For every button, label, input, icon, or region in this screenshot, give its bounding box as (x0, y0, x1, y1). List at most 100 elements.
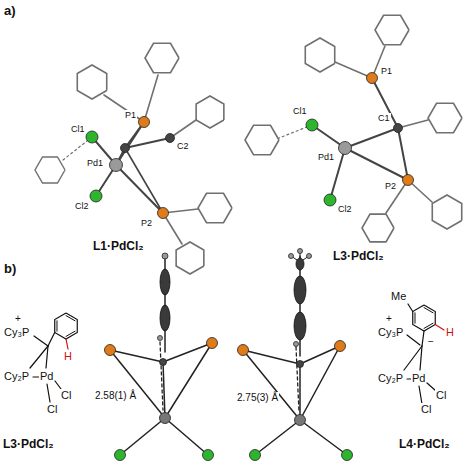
atom (166, 134, 175, 143)
ring (77, 65, 106, 99)
atom (115, 450, 126, 461)
compound-label: L1·PdCl₂ (92, 240, 145, 254)
distance-label: 2.75(3) Å (236, 392, 279, 404)
atom-label: C2 (176, 141, 190, 151)
atom-symbol: Cl (420, 403, 432, 416)
ring (413, 305, 436, 331)
atom-label: P2 (140, 218, 153, 228)
bond (243, 350, 300, 364)
atom-label: Cl2 (74, 201, 90, 211)
atom (90, 190, 102, 202)
atom (110, 159, 123, 172)
bond (165, 418, 208, 455)
charge-sign: − (427, 336, 435, 348)
bond (419, 386, 422, 404)
atom (203, 450, 214, 461)
bond (125, 138, 170, 148)
bond (408, 304, 413, 312)
atom-label: P2 (384, 181, 397, 191)
bond (300, 420, 347, 455)
bond (165, 343, 212, 418)
atom (158, 336, 163, 341)
bond (125, 148, 163, 213)
atom-symbol: Cl (60, 389, 72, 402)
atom (238, 345, 249, 356)
ring (305, 38, 334, 72)
atom (297, 361, 304, 368)
atom (294, 342, 299, 347)
bond (372, 78, 398, 128)
atom (367, 73, 378, 84)
bond (345, 128, 398, 148)
bond (424, 308, 433, 313)
ring (428, 103, 462, 132)
atom (289, 254, 294, 259)
panel-label: a) (3, 4, 17, 19)
atom-symbol: Cl (435, 389, 447, 402)
atom (298, 249, 303, 254)
bond (414, 313, 415, 323)
bond (56, 321, 57, 331)
bond (243, 350, 300, 420)
group-label: Cy₂P (377, 372, 404, 385)
atom-label: Cl2 (337, 204, 353, 214)
compound-label: L4·PdCl₂ (398, 438, 451, 452)
bond (66, 316, 75, 321)
panel-label: b) (3, 262, 17, 277)
atom (121, 144, 130, 153)
bond (66, 331, 75, 336)
ring (176, 242, 204, 274)
bond (30, 346, 48, 368)
group-label: Me (390, 290, 407, 303)
bond (47, 384, 50, 402)
hydrogen-label: H (445, 326, 455, 339)
atom (403, 175, 414, 186)
ring (375, 15, 409, 44)
bond (300, 346, 340, 364)
atom (342, 450, 353, 461)
atom (105, 345, 116, 356)
thermal-ellipsoid (160, 269, 170, 295)
atom (160, 413, 171, 424)
bond (299, 256, 301, 356)
atom (394, 124, 403, 133)
atom-symbol: Cl (46, 403, 58, 416)
atom (306, 119, 318, 131)
atom-label: Pd1 (317, 152, 335, 162)
bond (110, 350, 165, 418)
atom-label: P1 (124, 110, 137, 120)
atom-symbol: Pd (411, 372, 426, 385)
atom (158, 208, 169, 219)
atom-label: C1 (377, 113, 391, 123)
bond (407, 335, 420, 345)
ring (35, 157, 65, 183)
atom (339, 142, 352, 155)
bond (66, 339, 68, 349)
atom (307, 254, 312, 259)
atom-label: P1 (380, 66, 393, 76)
bond (116, 122, 144, 165)
atom (335, 341, 346, 352)
atom (250, 450, 261, 461)
ring (145, 43, 179, 72)
group-label: Cy₂P (3, 370, 30, 383)
group-label: Cy₃P (377, 326, 404, 339)
atom (324, 194, 336, 206)
bond (163, 343, 212, 362)
bond (34, 336, 48, 346)
bond (160, 342, 163, 410)
bond (48, 333, 55, 347)
atom (162, 253, 168, 259)
thermal-ellipsoid (294, 312, 306, 340)
ring (362, 214, 394, 242)
bond (424, 323, 433, 328)
atom (86, 131, 98, 143)
ring (198, 193, 232, 222)
bond (299, 364, 301, 420)
thermal-ellipsoid (296, 258, 304, 270)
bond (398, 128, 408, 180)
bond (144, 75, 158, 122)
bond (255, 420, 300, 455)
bond (420, 346, 422, 370)
